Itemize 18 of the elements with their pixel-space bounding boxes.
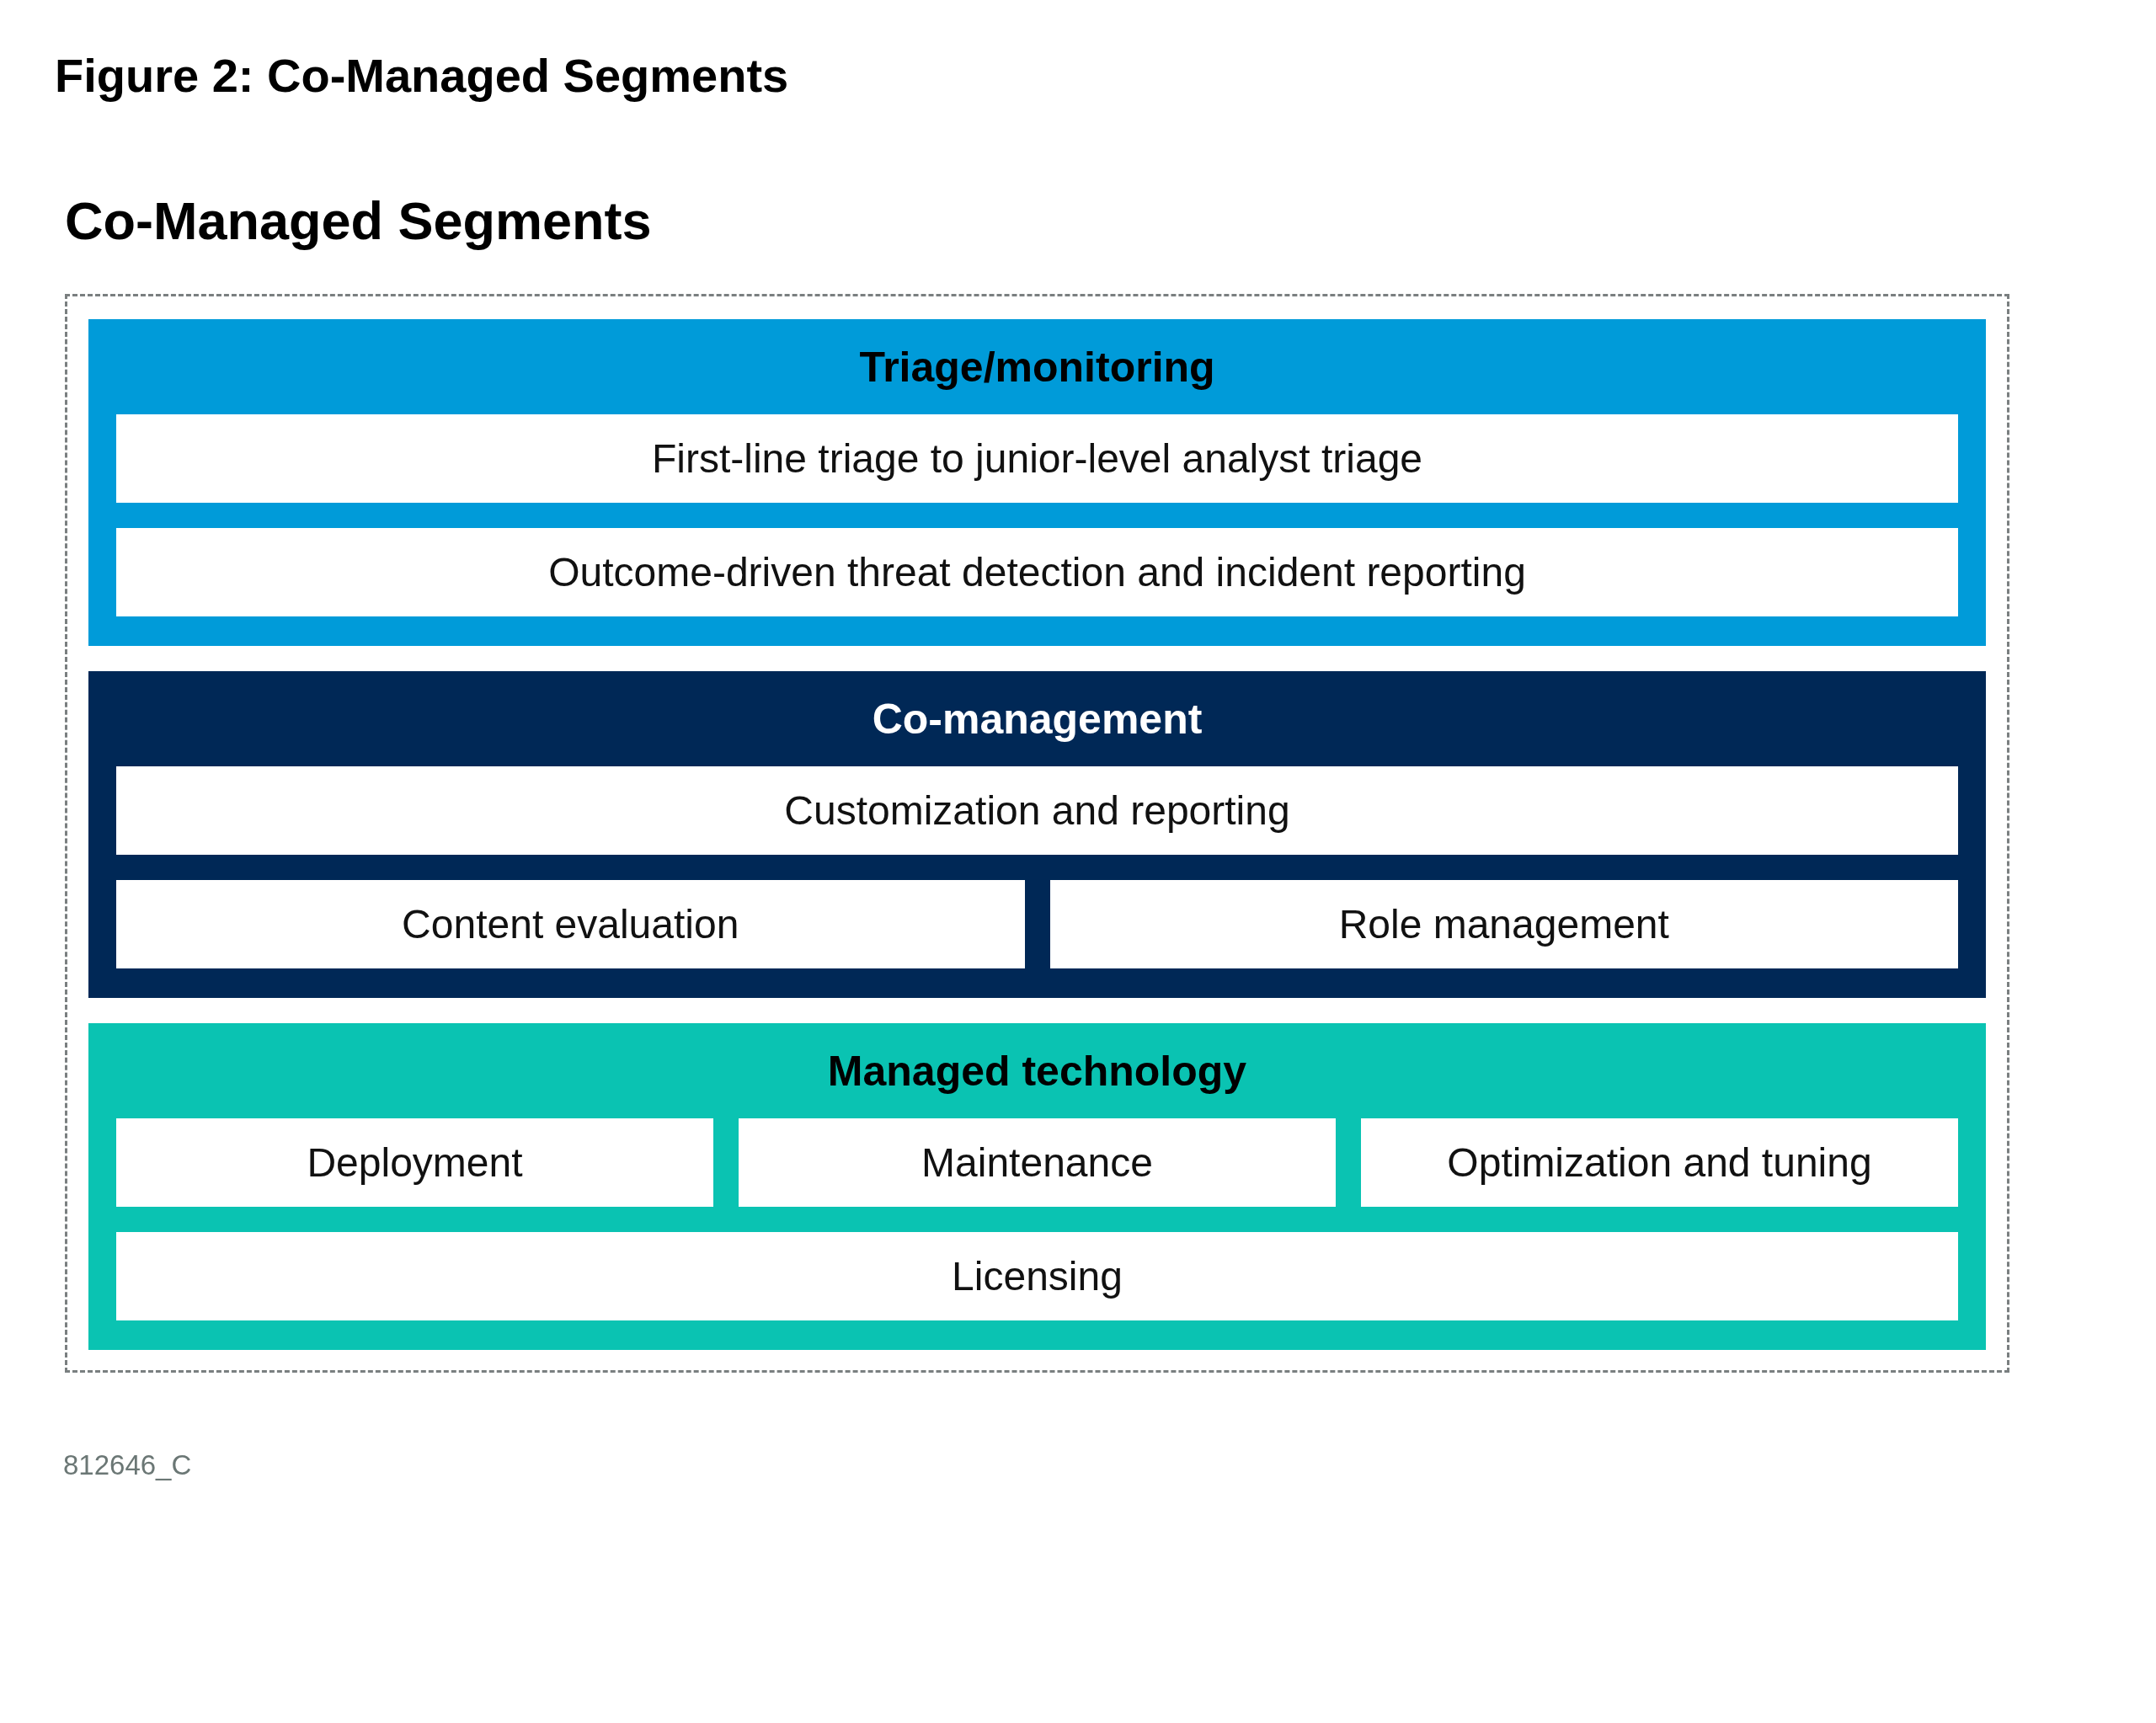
segment-box: Outcome-driven threat detection and incident reporting	[116, 528, 1958, 616]
segment-box: Maintenance	[739, 1118, 1336, 1207]
band-heading: Co-management	[872, 694, 1203, 744]
band-heading: Managed technology	[827, 1046, 1247, 1096]
segment-band	[88, 319, 1986, 646]
segment-box: First-line triage to junior-level analyst triage	[116, 414, 1958, 503]
segment-box: Licensing	[116, 1232, 1958, 1320]
figure-title: Figure 2: Co-Managed Segments	[55, 49, 789, 103]
diagram-heading: Co-Managed Segments	[65, 190, 652, 251]
segment-box: Customization and reporting	[116, 766, 1958, 855]
band-heading: Triage/monitoring	[859, 342, 1215, 392]
segment-box: Role management	[1049, 880, 1958, 968]
segment-box: Optimization and tuning	[1361, 1118, 1958, 1207]
segment-band	[88, 671, 1986, 998]
segment-band	[88, 1023, 1986, 1350]
segment-box: Deployment	[116, 1118, 713, 1207]
figure-id-note: 812646_C	[63, 1448, 192, 1482]
segment-box: Content evaluation	[116, 880, 1025, 968]
